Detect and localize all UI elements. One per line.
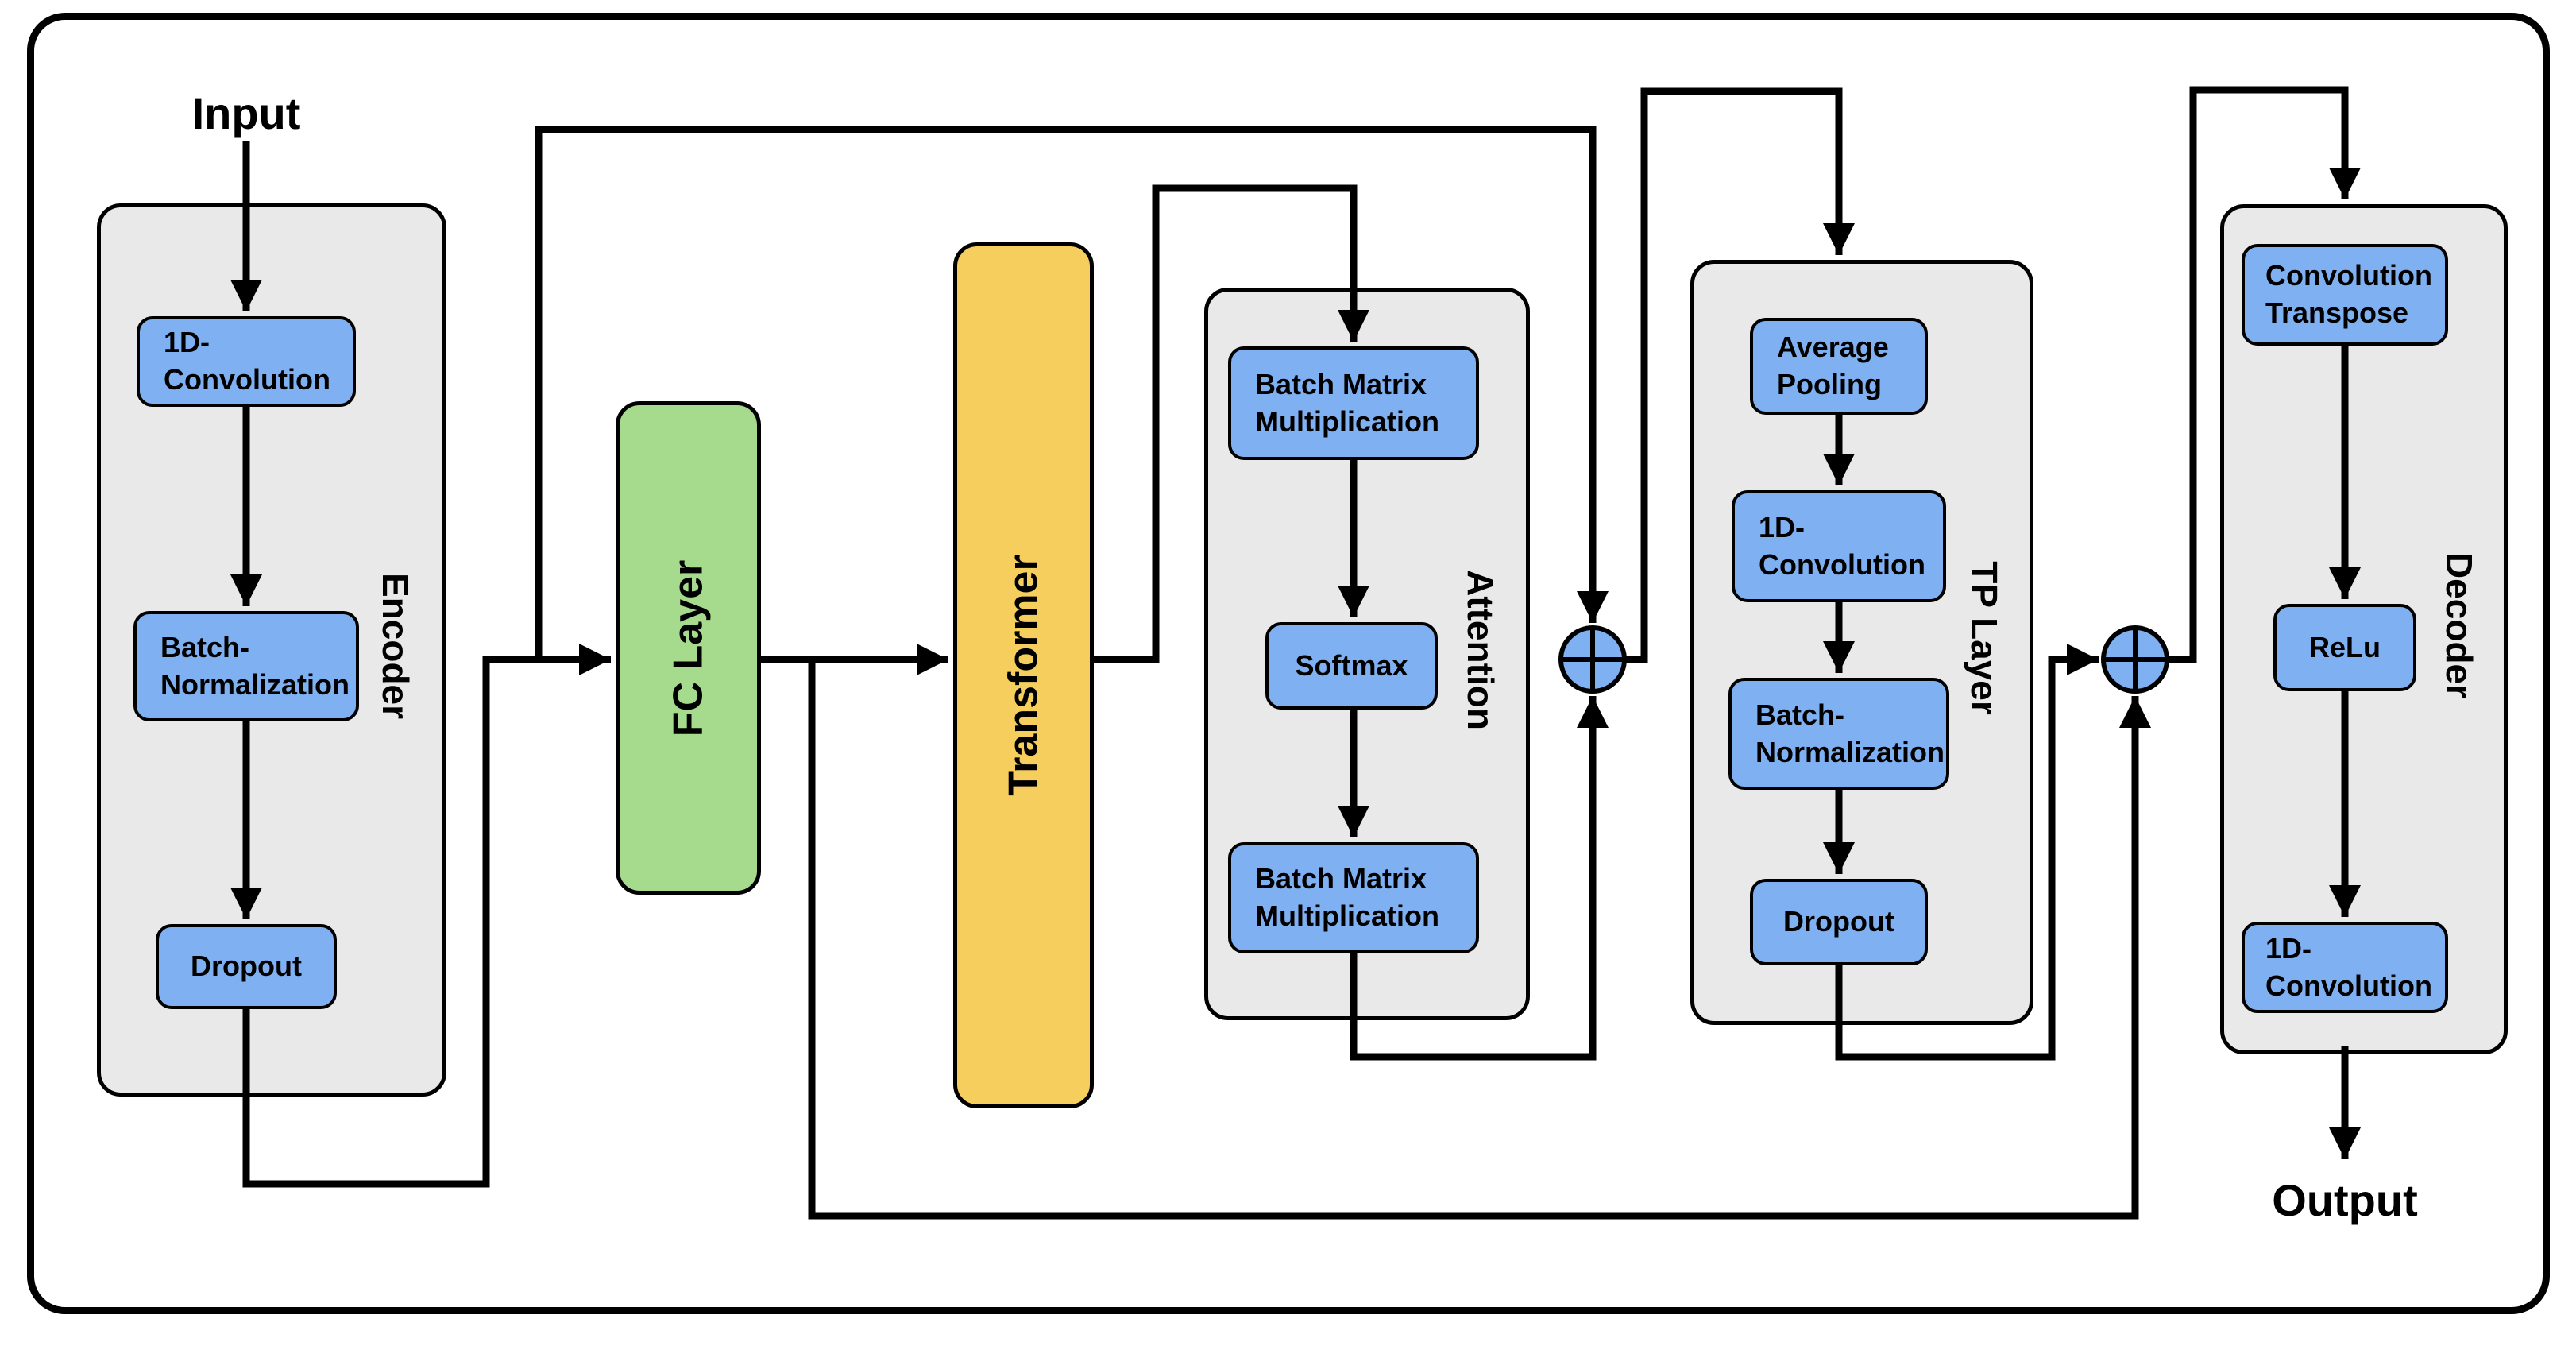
arrow-dropout-to-fc-layer <box>242 644 611 1188</box>
fc-layer-label: FC Layer <box>665 559 712 737</box>
encoder-dropout-block: Dropout <box>156 924 337 1009</box>
sum1-icon <box>1558 625 1627 694</box>
wire-sum2-to-decoder <box>2167 86 2361 663</box>
attention-group-label: Attention <box>1460 570 1501 730</box>
wire-sum1-to-tp-layer <box>1624 87 1855 663</box>
tp-conv1d-block: 1D- Convolution <box>1732 490 1946 602</box>
tp-layer-group-label: TP Layer <box>1964 561 2005 715</box>
tp-avgpool-block: Average Pooling <box>1750 318 1928 415</box>
tp-dropout-block: Dropout <box>1750 879 1928 965</box>
attention-bmm2-block: Batch Matrix Multiplication <box>1228 842 1479 953</box>
wire-bmm2-to-sum1 <box>1350 696 1609 1061</box>
wire-skip-fcinput-to-sum1 <box>535 126 1609 659</box>
encoder-conv1d-block: 1D- Convolution <box>137 316 356 407</box>
wire-tp-dropout-to-sum2 <box>1835 644 2099 1061</box>
tp-batchnorm-block: Batch- Normalization <box>1728 678 1949 790</box>
decoder-conv1d-block: 1D- Convolution <box>2242 922 2448 1013</box>
attention-softmax-block: Softmax <box>1265 622 1438 710</box>
sum2-icon <box>2101 625 2169 694</box>
output-title: Output <box>2272 1175 2418 1225</box>
transformer-block: Transformer <box>953 242 1094 1108</box>
decoder-relu-block: ReLu <box>2273 604 2416 691</box>
decoder-group-label: Decoder <box>2439 551 2480 699</box>
wire-skip-fcoutput-to-sum2 <box>808 659 2151 1220</box>
figure-border <box>27 13 2550 1314</box>
decoder-convtranspose-block: Convolution Transpose <box>2242 244 2448 346</box>
input-title: Input <box>191 88 301 138</box>
attention-bmm1-block: Batch Matrix Multiplication <box>1228 346 1479 460</box>
transformer-label: Transformer <box>1000 555 1047 796</box>
fc-layer-block: FC Layer <box>616 401 761 895</box>
encoder-group-label: Encoder <box>375 572 416 720</box>
encoder-batchnorm-block: Batch- Normalization <box>133 611 359 721</box>
wire-transformer-to-bmm1 <box>1086 184 1369 663</box>
